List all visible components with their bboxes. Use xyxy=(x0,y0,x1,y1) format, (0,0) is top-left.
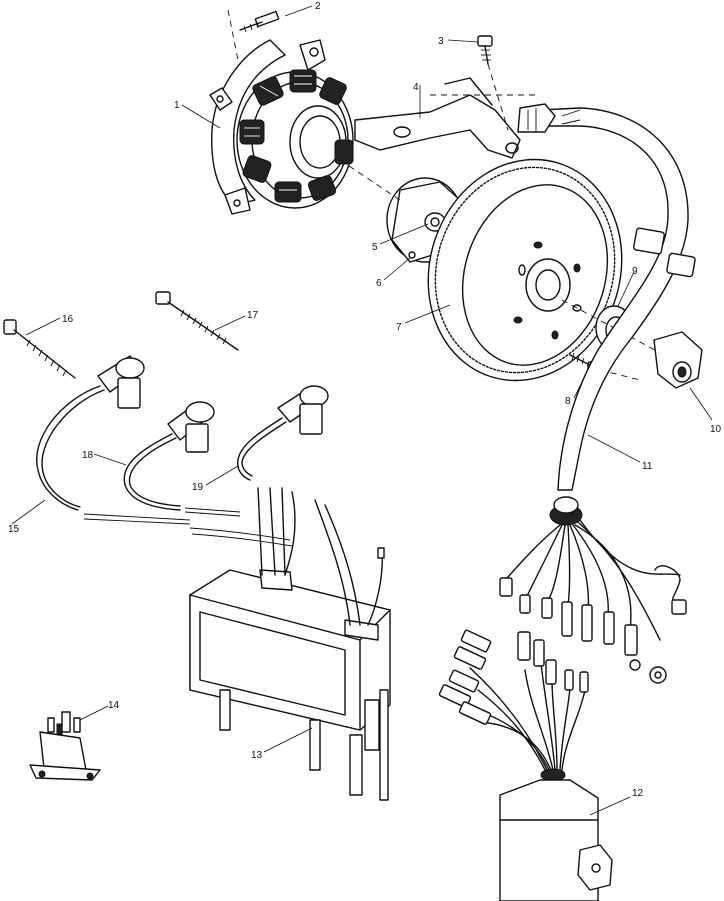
callout-9: 9 xyxy=(632,266,638,277)
callout-5: 5 xyxy=(372,242,378,253)
part-16-bolt xyxy=(3,319,76,379)
callout-4: 4 xyxy=(413,82,419,93)
leader-lines xyxy=(11,5,713,816)
callout-19: 19 xyxy=(192,482,204,493)
part-7-flywheel xyxy=(427,158,623,382)
part-1-stator xyxy=(209,39,354,215)
part-17-bolt xyxy=(155,291,239,351)
callout-15: 15 xyxy=(8,524,20,535)
callout-14: 14 xyxy=(108,700,120,711)
callout-6: 6 xyxy=(376,278,382,289)
callout-16: 16 xyxy=(62,314,74,325)
callout-12: 12 xyxy=(632,788,644,799)
callout-8: 8 xyxy=(565,396,571,407)
part-2-screw xyxy=(227,9,280,71)
callout-11: 11 xyxy=(642,461,653,472)
part-11-harness xyxy=(499,103,696,684)
callout-13: 13 xyxy=(251,750,263,761)
part-3-screw xyxy=(477,35,493,65)
part-18-spark-plug-wire xyxy=(123,401,241,517)
callout-2: 2 xyxy=(315,1,321,12)
callout-10: 10 xyxy=(710,424,722,435)
part-13-cdi-box xyxy=(189,487,391,801)
part-4-bracket xyxy=(354,63,540,159)
part-12-connector xyxy=(438,629,613,901)
part-14-solenoid xyxy=(29,711,101,781)
callout-18: 18 xyxy=(82,450,94,461)
callout-1: 1 xyxy=(174,100,180,111)
callout-7: 7 xyxy=(396,322,402,333)
callout-3: 3 xyxy=(438,36,444,47)
part-15-spark-plug-wire xyxy=(36,355,191,525)
part-19-spark-plug-wire xyxy=(189,385,329,547)
part-10-nut xyxy=(653,331,703,389)
callout-17: 17 xyxy=(247,310,259,321)
callouts: 1 2 3 4 5 6 7 8 9 10 11 12 13 14 15 16 1… xyxy=(8,1,722,799)
